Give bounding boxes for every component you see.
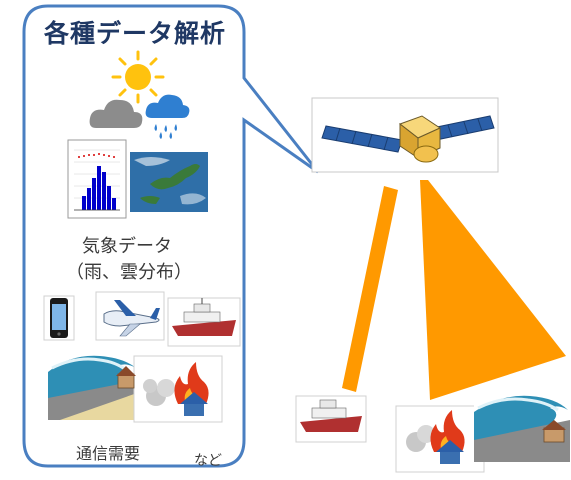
- tsunami-icon: [474, 392, 570, 462]
- sun-icon: [111, 50, 165, 104]
- satellite-icon: [311, 97, 499, 173]
- cloud-map: [130, 152, 208, 212]
- beam-group: [342, 180, 566, 400]
- beam-wide: [420, 180, 566, 400]
- panel-title: 各種データ解析: [44, 19, 227, 48]
- ship-icon: [295, 395, 367, 443]
- fire-icon: [116, 355, 223, 423]
- beam-narrow: [342, 186, 398, 392]
- cloud-icon: [89, 99, 143, 128]
- fire-icon: [395, 405, 485, 473]
- rain-cloud-icon: [145, 94, 190, 139]
- etc-label: など: [194, 453, 222, 469]
- smartphone-icon: [43, 295, 75, 341]
- comm-demand-label: 通信需要: [76, 444, 141, 463]
- weather-data-label: 気象データ: [82, 236, 172, 257]
- rain-histogram-chart: [67, 139, 127, 219]
- weather-data-sublabel: （雨、雲分布）: [66, 262, 192, 283]
- airplane-icon: [95, 291, 165, 341]
- tsunami-icon: [48, 348, 140, 420]
- ship-icon: [167, 297, 241, 347]
